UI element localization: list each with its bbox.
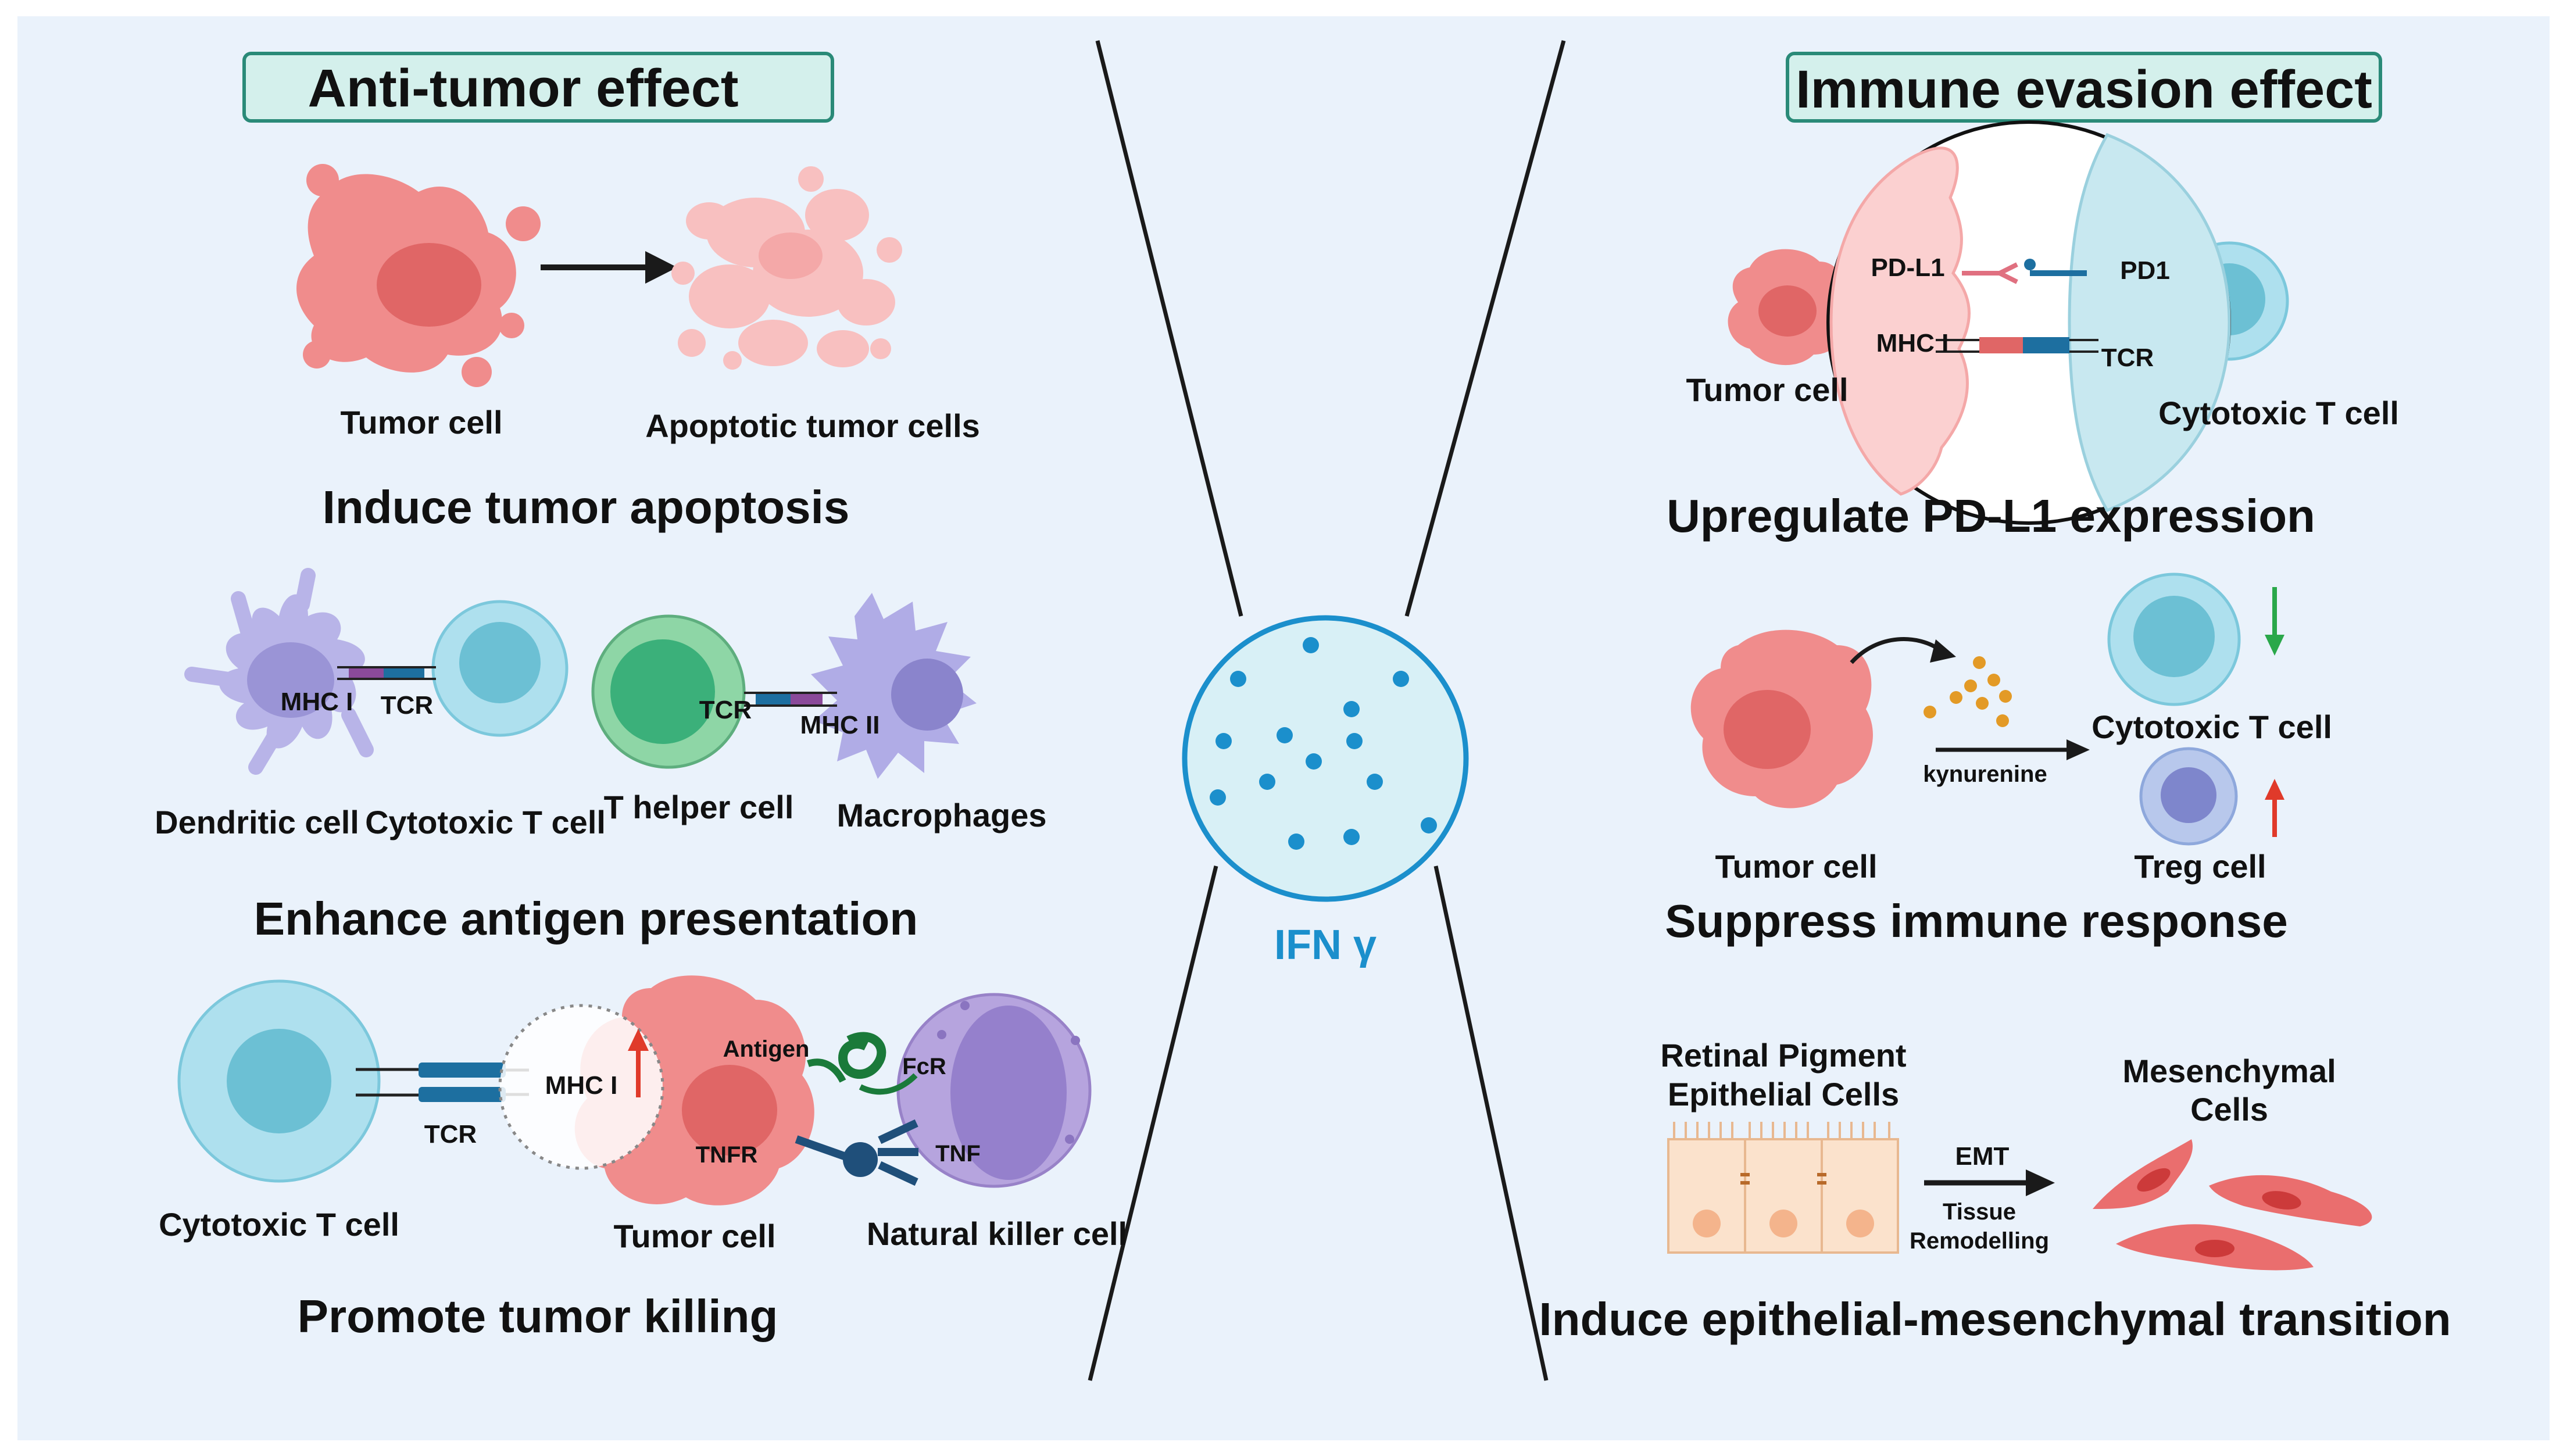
ifn-gamma-group: IFN γ — [1182, 615, 1469, 968]
macrophage — [811, 593, 977, 779]
kynurenine-arrow-2 — [1936, 739, 2090, 760]
emt-label: EMT — [1955, 1142, 2010, 1171]
tnfr-label: TNFR — [696, 1142, 758, 1168]
kynurenine-dots — [1924, 656, 2012, 727]
induce-emt-caption: Induce epithelial-mesenchymal transition — [1539, 1293, 2451, 1345]
hourglass-divider — [1088, 40, 1566, 1381]
tcr-label-killing: TCR — [424, 1120, 477, 1149]
suppress-immune-caption: Suppress immune response — [1665, 895, 2287, 947]
apoptosis-arrow — [541, 251, 677, 284]
pdl1-label: PD-L1 — [1871, 253, 1944, 282]
ifn-gamma-label: IFN γ — [1274, 922, 1377, 968]
kynurenine-label: kynurenine — [1923, 761, 2047, 787]
pdl1-zoom-circle — [1826, 120, 2231, 525]
cytotoxic-t-cell-label-pdl1: Cytotoxic T cell — [2158, 395, 2399, 431]
t-helper-cell-label: T helper cell — [604, 789, 794, 825]
apoptotic-tumor-cells — [671, 166, 902, 370]
upregulate-pdl1-caption: Upregulate PD-L1 expression — [1667, 490, 2315, 542]
mesenchymal-label-line1: Mesenchymal — [2122, 1053, 2336, 1089]
tnf-label: TNF — [935, 1141, 981, 1167]
mhc1-label-pdl1: MHC I — [1876, 329, 1949, 357]
tissue-label-line2: Remodelling — [1910, 1228, 2049, 1254]
kynurenine-arrow-1 — [1850, 637, 1956, 664]
tissue-label-line1: Tissue — [1943, 1199, 2016, 1225]
treg-cell-label: Treg cell — [2134, 848, 2266, 885]
natural-killer-cell-label: Natural killer cell — [867, 1215, 1127, 1252]
macrophages-label: Macrophages — [837, 797, 1047, 833]
tcr-label-thelper: TCR — [699, 696, 752, 724]
down-arrow-icon — [2265, 587, 2284, 656]
natural-killer-cell — [896, 993, 1092, 1188]
induce-apoptosis-caption: Induce tumor apoptosis — [323, 481, 850, 533]
cytotoxic-t-cell-label-1: Cytotoxic T cell — [365, 804, 606, 840]
cytotoxic-t-cell-label-suppress: Cytotoxic T cell — [2092, 709, 2332, 745]
rpe-label-line2: Epithelial Cells — [1668, 1076, 1899, 1112]
emt-arrow — [1924, 1169, 2055, 1196]
tcr-label-pdl1: TCR — [2101, 344, 2154, 372]
tcr-mhc2-complex — [744, 692, 837, 707]
small-tumor-cell — [1728, 249, 1847, 366]
enhance-antigen-caption: Enhance antigen presentation — [254, 893, 918, 945]
promote-killing-caption: Promote tumor killing — [298, 1290, 778, 1342]
immune-evasion-header: Immune evasion effect — [1786, 52, 2382, 123]
anti-tumor-title: Anti-tumor effect — [308, 59, 738, 118]
tumor-cell-label: Tumor cell — [340, 404, 502, 441]
treg-cell — [2139, 747, 2238, 846]
cytotoxic-t-cell-1 — [431, 600, 569, 737]
anti-tumor-header: Anti-tumor effect — [242, 52, 834, 123]
mhc1-tcr-complex-1 — [337, 666, 436, 680]
mesenchymal-label-line2: Cells — [2190, 1091, 2268, 1128]
tumor-cell-label-suppress: Tumor cell — [1715, 848, 1877, 885]
tnf-tnfr-link — [795, 1119, 918, 1186]
tcr-label-dendritic: TCR — [381, 691, 433, 720]
antigen-fcr-link — [807, 1032, 918, 1095]
ifn-gamma-dots — [1210, 637, 1437, 850]
dendritic-cell — [184, 568, 374, 775]
cytotoxic-t-cell-label-2: Cytotoxic T cell — [159, 1206, 399, 1243]
mhc1-zoom-circle — [498, 1004, 664, 1170]
pd1-label: PD1 — [2120, 256, 2170, 285]
fcr-label: FcR — [902, 1054, 946, 1079]
tumor-nucleus — [377, 243, 481, 327]
up-arrow-icon — [2265, 779, 2284, 837]
t-helper-cell — [591, 614, 746, 769]
mesenchymal-cells — [2093, 1139, 2372, 1271]
suppress-cytotoxic-t-cell — [2107, 573, 2241, 706]
mhc1-label-killing: MHC I — [545, 1071, 618, 1100]
tumor-cell-label-pdl1: Tumor cell — [1686, 371, 1848, 408]
tumor-cell — [296, 164, 541, 387]
dendritic-cell-label: Dendritic cell — [155, 804, 359, 840]
ifn-gamma-circle — [1182, 615, 1469, 902]
tcr-mhc1-complex-2 — [356, 1063, 529, 1102]
rpe-label-line1: Retinal Pigment — [1660, 1037, 1906, 1074]
tumor-cell-label-killing: Tumor cell — [613, 1218, 775, 1254]
antigen-label: Antigen — [723, 1036, 810, 1062]
apoptotic-cells-label: Apoptotic tumor cells — [645, 407, 980, 444]
suppress-tumor-cell — [1690, 629, 1873, 809]
immune-evasion-title: Immune evasion effect — [1796, 60, 2372, 119]
cytotoxic-t-cell-2 — [177, 979, 381, 1183]
rpe-epithelial-cells — [1667, 1122, 1899, 1254]
mhc1-label-dendritic: MHC I — [281, 688, 353, 716]
mhc2-label: MHC II — [800, 711, 880, 739]
dendritic-nucleus — [247, 642, 334, 718]
